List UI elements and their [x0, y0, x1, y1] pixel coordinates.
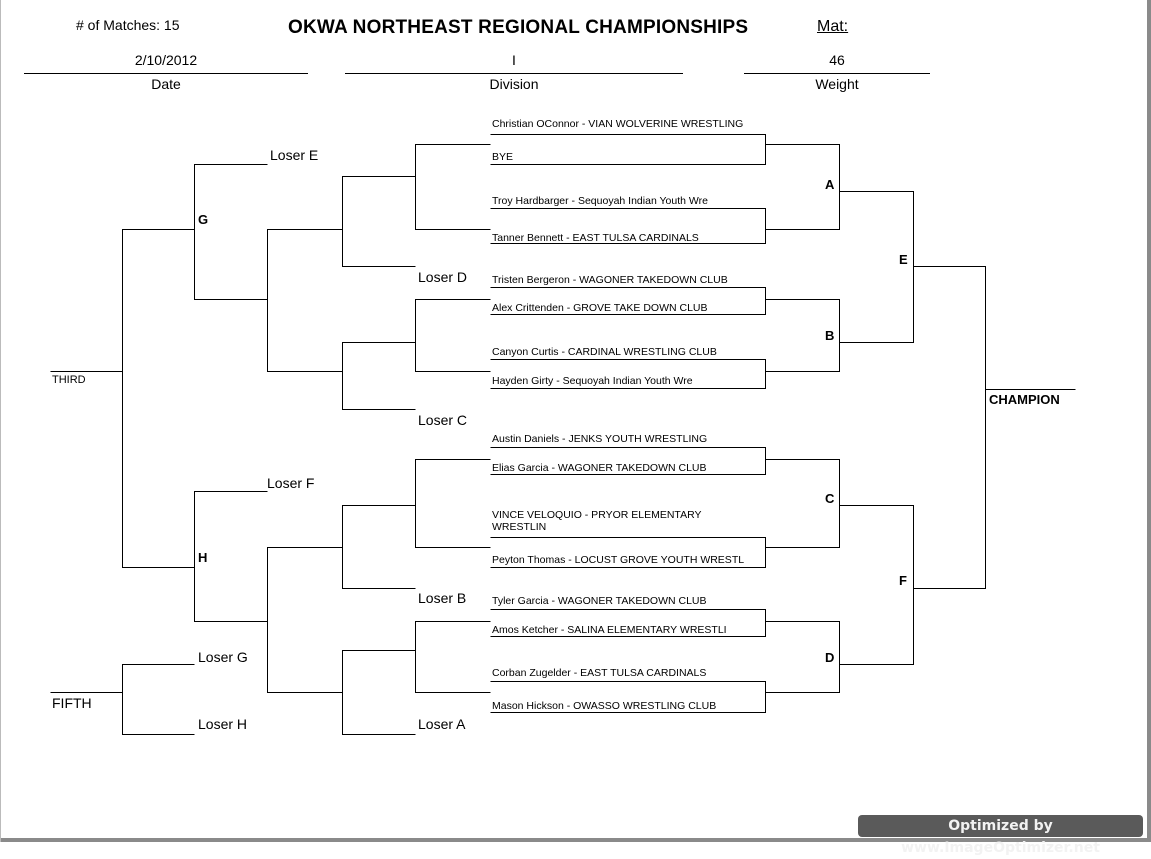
- match-letter-g: G: [198, 212, 209, 227]
- match-letter-d: D: [825, 650, 835, 665]
- watermark-badge: Optimized by www.ImageOptimizer.net: [858, 815, 1143, 856]
- entry-14: Amos Ketcher - SALINA ELEMENTARY WRESTLI: [492, 624, 727, 636]
- page-title: OKWA NORTHEAST REGIONAL CHAMPIONSHIPS: [288, 17, 749, 38]
- division-label: Division: [489, 76, 539, 92]
- cons-8: [342, 650, 416, 735]
- bracket-final: [913, 266, 986, 589]
- bracket-third: [122, 229, 195, 568]
- weight-label: Weight: [815, 76, 859, 92]
- bout-box-1: [490, 134, 766, 165]
- cons-9: [267, 229, 343, 372]
- match-letter-b: B: [825, 328, 835, 343]
- entry-2: BYE: [492, 151, 514, 163]
- entry-15: Corban Zugelder - EAST TULSA CARDINALS: [492, 667, 707, 679]
- third-place-label: THIRD: [52, 374, 86, 386]
- bracket-fifth: [122, 664, 195, 735]
- loser-c: Loser C: [418, 412, 468, 428]
- cons-7: [342, 505, 416, 589]
- cons-2: [415, 299, 491, 372]
- match-letter-e: E: [899, 252, 908, 267]
- cons-10: [267, 547, 343, 693]
- match-letter-a: A: [825, 177, 835, 192]
- match-letter-f: F: [899, 573, 907, 588]
- loser-d: Loser D: [418, 269, 468, 285]
- date-line: [24, 73, 308, 74]
- entry-13: Tyler Garcia - WAGONER TAKEDOWN CLUB: [492, 595, 707, 607]
- bout-box-4: [490, 359, 766, 389]
- bout-box-6: [490, 537, 766, 568]
- bout-box-3: [490, 287, 766, 315]
- entry-7: Canyon Curtis - CARDINAL WRESTLING CLUB: [492, 346, 717, 358]
- entry-9: Austin Daniels - JENKS YOUTH WRESTLING: [492, 433, 708, 445]
- date-value: 2/10/2012: [134, 52, 198, 68]
- entry-5: Tristen Bergeron - WAGONER TAKEDOWN CLUB: [492, 274, 728, 286]
- bracket-d: [765, 621, 840, 693]
- weight-line: [744, 73, 930, 74]
- cons-6: [342, 342, 416, 410]
- bout-box-5: [490, 447, 766, 475]
- entry-10: Elias Garcia - WAGONER TAKEDOWN CLUB: [492, 462, 707, 474]
- entry-4: Tanner Bennett - EAST TULSA CARDINALS: [492, 232, 699, 244]
- loser-g: Loser G: [198, 649, 248, 665]
- entry-11-line1: VINCE VELOQUIO - PRYOR ELEMENTARY: [492, 509, 702, 521]
- entry-8: Hayden Girty - Sequoyah Indian Youth Wre: [492, 375, 693, 387]
- bracket-g: [194, 164, 268, 300]
- entry-6: Alex Crittenden - GROVE TAKE DOWN CLUB: [492, 302, 708, 314]
- loser-b: Loser B: [418, 590, 467, 606]
- bout-box-7: [490, 609, 766, 637]
- match-letter-c: C: [825, 491, 835, 506]
- entry-12: Peyton Thomas - LOCUST GROVE YOUTH WREST…: [492, 554, 745, 566]
- loser-a: Loser A: [418, 716, 466, 732]
- match-count: # of Matches: 15: [76, 17, 180, 33]
- entry-3: Troy Hardbarger - Sequoyah Indian Youth …: [492, 195, 708, 207]
- cons-4: [415, 621, 491, 693]
- champion-label: CHAMPION: [989, 392, 1060, 407]
- loser-e: Loser E: [270, 147, 319, 163]
- entry-1: Christian OConnor - VIAN WOLVERINE WREST…: [492, 118, 744, 130]
- bout-box-8: [490, 681, 766, 713]
- page-frame-left: [0, 0, 1, 842]
- fifth-place-label: FIFTH: [52, 695, 92, 711]
- division-line: [345, 73, 683, 74]
- cons-3: [415, 459, 491, 548]
- entry-11-line2: WRESTLIN: [492, 521, 547, 533]
- mat-label: Mat:: [817, 18, 849, 35]
- cons-1: [415, 144, 491, 230]
- bracket-f: [839, 505, 914, 665]
- bracket-e: [839, 191, 914, 343]
- entry-16: Mason Hickson - OWASSO WRESTLING CLUB: [492, 700, 717, 712]
- bout-box-2: [490, 208, 766, 244]
- loser-h: Loser H: [198, 716, 248, 732]
- bracket-a: [765, 144, 840, 230]
- date-label: Date: [151, 76, 181, 92]
- match-letter-h: H: [198, 550, 208, 565]
- division-value: I: [512, 52, 516, 68]
- weight-value: 46: [829, 52, 845, 68]
- bracket-b: [765, 299, 840, 372]
- bracket-h: [194, 491, 268, 622]
- loser-f: Loser F: [267, 475, 315, 491]
- bracket-c: [765, 459, 840, 548]
- cons-5: [342, 176, 416, 267]
